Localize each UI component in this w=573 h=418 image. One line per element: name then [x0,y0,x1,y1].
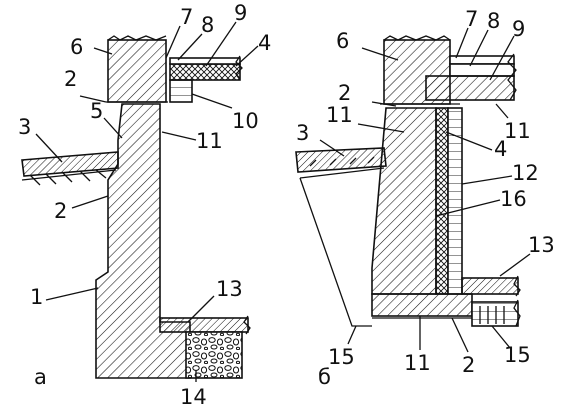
label-8: 8 [487,9,500,33]
label-8: 8 [201,13,214,37]
label-12: 12 [512,161,539,185]
caption-b: б [318,365,331,389]
blind-area [21,151,119,177]
caption-a: а [34,365,47,389]
basement-floor [159,317,249,333]
label-2-bottom: 2 [462,353,475,377]
label-4: 4 [494,137,507,161]
label-7: 7 [465,7,478,31]
footing-slab [371,293,473,317]
label-9: 9 [234,1,247,25]
floor-slab [425,75,515,101]
bearing-layer [471,301,519,327]
foundation-wall [95,103,191,379]
label-15-right: 15 [504,343,531,367]
label-14: 14 [180,385,207,409]
basement-floor [461,277,519,295]
label-9: 9 [512,17,525,41]
label-6: 6 [336,29,349,53]
label-11: 11 [196,129,223,153]
label-2-mid: 2 [54,199,67,223]
upper-wall-block [107,39,167,103]
foundation-wall [371,107,437,295]
gravel-base [185,331,243,379]
label-2-top: 2 [338,81,351,105]
joist-end [169,79,193,103]
label-13: 13 [528,233,555,257]
label-4: 4 [258,31,271,55]
floor-screed [449,63,515,77]
floor-finish [169,57,241,65]
label-3: 3 [18,115,31,139]
label-16: 16 [500,187,527,211]
label-11-top: 11 [326,103,353,127]
label-7: 7 [180,5,193,29]
floor-slab [169,63,241,81]
label-2-top: 2 [64,67,77,91]
label-3: 3 [296,121,309,145]
label-6: 6 [70,35,83,59]
insulation-layer [435,107,449,295]
blind-area [295,147,387,173]
panel-b: 6 7 8 9 2 11 11 3 4 12 16 13 15 11 2 15 … [295,7,555,389]
label-13: 13 [216,277,243,301]
panel-a: 6 7 8 9 4 2 5 10 3 11 2 1 13 14 а [18,1,271,409]
label-11-bottom: 11 [404,351,431,375]
label-10: 10 [232,109,259,133]
floor-finish [449,55,515,65]
label-15-left: 15 [328,345,355,369]
label-11-right: 11 [504,119,531,143]
label-5: 5 [90,99,103,123]
label-1: 1 [30,285,43,309]
